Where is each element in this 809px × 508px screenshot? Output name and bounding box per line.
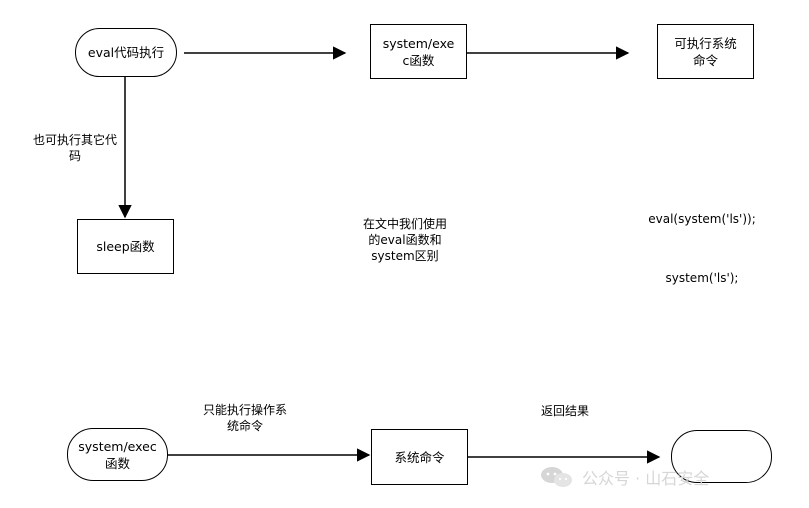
node-run-system-cmd: 可执行系统 命令 (657, 24, 754, 79)
edge-label-cmd-to-result-text: 返回结果 (540, 404, 589, 418)
node-eval-exec-label: eval代码执行 (87, 45, 165, 60)
note-code-system: system('ls'); (650, 270, 754, 286)
node-system-exec-top-line-2: c函数 (402, 52, 435, 68)
edge-label-eval-to-sleep: 也可执行其它代 码 (25, 132, 125, 164)
edge-label-eval-to-sleep-line-2: 码 (68, 149, 81, 163)
node-run-system-cmd-line-2: 命令 (692, 52, 718, 68)
edge-label-exec-to-cmd-line-2: 统命令 (226, 419, 263, 433)
node-system-exec-bottom: system/exec 函数 (67, 428, 168, 481)
node-system-cmd: 系统命令 (371, 429, 468, 485)
node-sleep-func: sleep函数 (77, 219, 174, 274)
node-system-cmd-label: 系统命令 (394, 449, 445, 465)
note-comparison: 在文中我们使用 的eval函数和 system区别 (345, 216, 465, 264)
note-code-eval: eval(system('ls')); (640, 211, 764, 227)
note-code-system-text: system('ls'); (665, 271, 739, 285)
note-code-eval-text: eval(system('ls')); (648, 212, 756, 226)
watermark-text: 公众号 · 山石安全 (582, 469, 710, 488)
wechat-logo-icon (540, 466, 574, 488)
edge-label-eval-to-sleep-line-1: 也可执行其它代 (32, 133, 117, 147)
edge-label-exec-to-cmd: 只能执行操作系 统命令 (190, 402, 300, 434)
node-result (671, 430, 772, 483)
node-sleep-func-label: sleep函数 (96, 239, 155, 254)
node-system-exec-bottom-line-1: system/exec (78, 438, 157, 454)
note-comparison-line-2: 的eval函数和 (368, 233, 442, 247)
node-system-exec-top: system/exe c函数 (370, 24, 467, 79)
edge-label-cmd-to-result: 返回结果 (520, 403, 610, 419)
watermark: 公众号 · 山石安全 (540, 462, 709, 492)
node-run-system-cmd-line-1: 可执行系统 (674, 35, 737, 51)
note-comparison-line-1: 在文中我们使用 (362, 217, 447, 231)
node-eval-exec: eval代码执行 (75, 28, 177, 77)
note-comparison-line-3: system区别 (371, 249, 439, 263)
node-system-exec-top-line-1: system/exe (382, 35, 455, 51)
edge-label-exec-to-cmd-line-1: 只能执行操作系 (202, 403, 287, 417)
node-system-exec-bottom-line-2: 函数 (104, 455, 130, 471)
